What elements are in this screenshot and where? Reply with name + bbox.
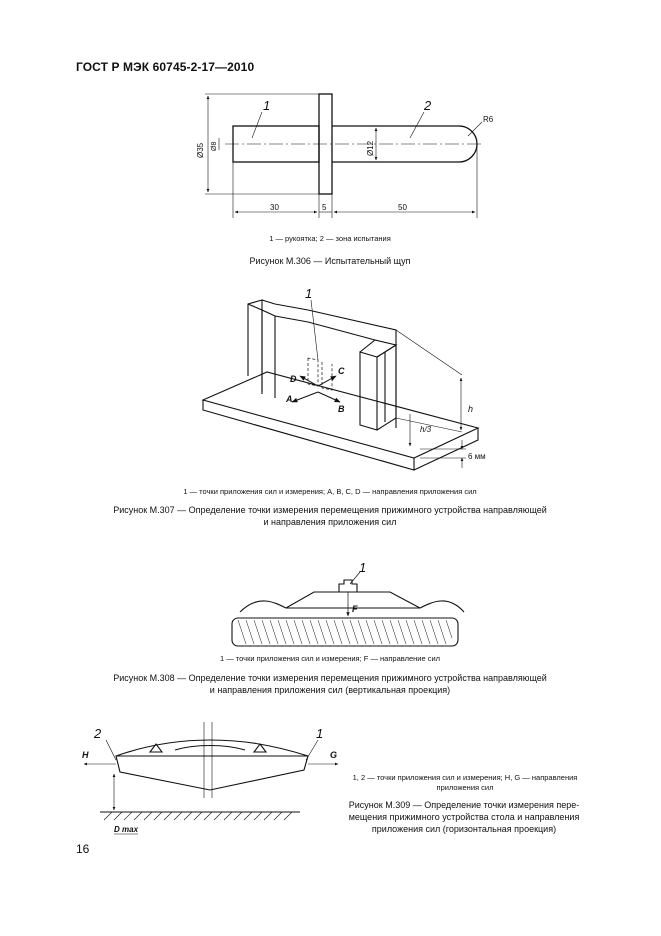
fig307-caption-line2: и направления приложения сил [263, 517, 397, 527]
callout-1: 1 [263, 98, 270, 113]
callout-1: 1 [359, 560, 366, 575]
dim-5-label: 5 [322, 203, 327, 212]
direction-d: D [290, 374, 297, 384]
diameter-8-label: Ø8 [211, 142, 218, 151]
fig306-caption: Рисунок М.306 — Испытательный щуп [249, 256, 411, 266]
fig309-caption-line1: Рисунок М.309 — Определение точки измере… [348, 800, 580, 810]
force-h: H [82, 750, 89, 760]
fig309-legend-line1: 1, 2 — точки приложения сил и измерения;… [352, 773, 578, 782]
dim-h3-label: h/3 [420, 425, 432, 434]
force-g: G [330, 750, 337, 760]
direction-c: C [338, 366, 345, 376]
fig309-legend-line2: приложения сил [436, 783, 494, 792]
fig307-caption-line1: Рисунок М.307 — Определение точки измере… [113, 505, 547, 515]
callout-2: 2 [93, 726, 102, 741]
fig308-legend: 1 — точки приложения сил и измерения; F … [219, 654, 441, 663]
dim-h-label: h [468, 404, 473, 414]
callout-1: 1 [316, 726, 323, 741]
force-f: F [352, 604, 358, 614]
callout-1: 1 [305, 286, 312, 301]
radius-label: R6 [483, 115, 494, 124]
direction-b: B [338, 404, 345, 414]
document-header: ГОСТ Р МЭК 60745-2-17—2010 [76, 60, 255, 74]
diameter-35-label: Ø35 [196, 142, 205, 158]
rope-texture [237, 619, 453, 645]
fig309-caption-line3: приложения сил (горизонтальная проекция) [371, 824, 557, 834]
diameter-12-label: Ø12 [366, 140, 375, 156]
direction-a: A [285, 394, 293, 404]
dim-6mm-label: 6 мм [468, 452, 486, 461]
fig306-legend: 1 — рукоятка; 2 — зона испытания [269, 234, 391, 243]
d-max-label: D max [114, 825, 139, 834]
fig307-legend: 1 — точки приложения сил и измерения; A,… [183, 487, 477, 496]
fig309-caption-line2: мещения прижимного устройства стола и на… [348, 812, 580, 822]
callout-2: 2 [423, 98, 432, 113]
fig308-caption-line1: Рисунок М.308 — Определение точки измере… [113, 673, 547, 683]
fig308-caption-line2: и направления приложения сил (вертикальн… [209, 685, 451, 695]
page-number: 16 [76, 842, 90, 856]
dim-30-label: 30 [270, 203, 279, 212]
dim-50-label: 50 [398, 203, 407, 212]
